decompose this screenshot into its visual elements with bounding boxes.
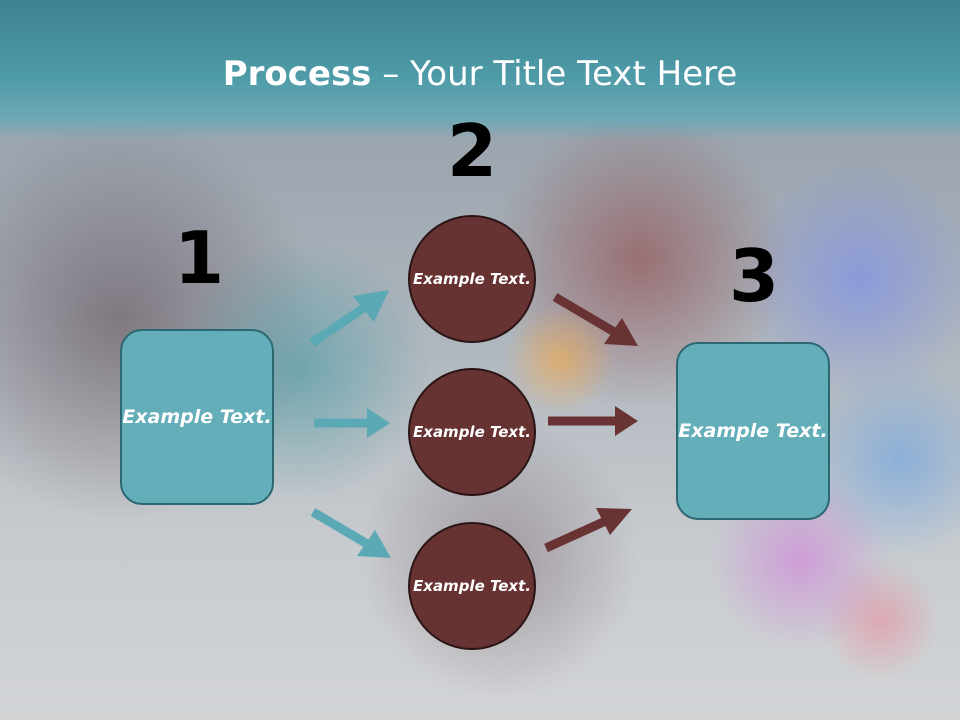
step-number-3: 3 [728, 234, 780, 318]
title-bold: Process [222, 54, 372, 94]
circle-top: Example Text. [408, 215, 536, 343]
slide-title: Process – Your Title Text Here [0, 52, 960, 96]
left-process-box: Example Text. [120, 329, 274, 505]
title-bar [0, 0, 960, 140]
title-rest: – Your Title Text Here [371, 54, 738, 94]
step-number-2: 2 [446, 109, 498, 193]
step-number-1: 1 [173, 216, 225, 300]
circle-middle: Example Text. [408, 368, 536, 496]
circle-bottom: Example Text. [408, 522, 536, 650]
right-process-box: Example Text. [676, 342, 830, 520]
